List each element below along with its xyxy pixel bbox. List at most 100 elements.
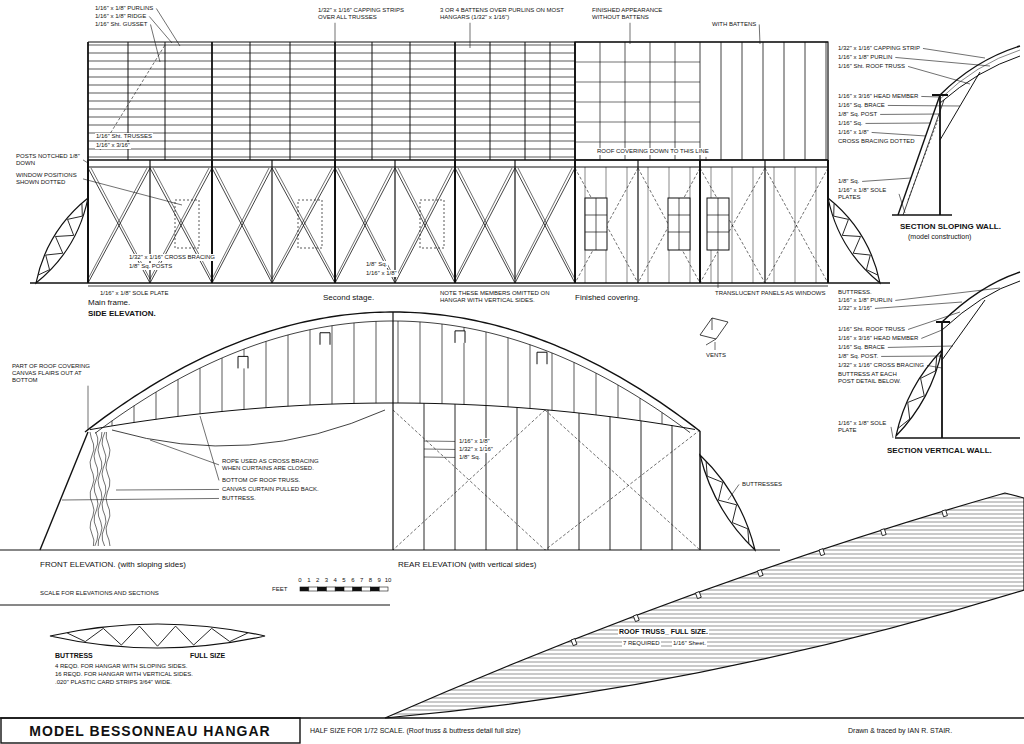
hatching [385, 498, 1024, 499]
hatching [385, 574, 1024, 575]
sole-plate [895, 437, 1020, 438]
canvas-seam [266, 341, 267, 407]
hatching [385, 522, 1024, 523]
callout-label: 1/32" x 1/16" [458, 446, 494, 453]
hatching [385, 686, 1024, 687]
callout-label: 3 OR 4 BATTENS OVER PURLINS ON MOST HANG… [440, 7, 575, 21]
curtain [98, 432, 102, 546]
vent-detail [712, 318, 713, 330]
roof-truss [87, 42, 89, 160]
hatching [385, 558, 1024, 559]
roof-truss [525, 42, 526, 160]
cross-bracing [700, 168, 765, 283]
cross-bracing [638, 168, 700, 283]
leader-line [200, 416, 219, 480]
hatching [385, 710, 1024, 711]
post [941, 322, 943, 438]
callout-label: SCALE FOR ELEVATIONS AND SECTIONS [40, 590, 159, 597]
cross-bracing [395, 168, 455, 283]
scale-bar [326, 587, 335, 591]
callout-label: BUTTRESSES [742, 481, 782, 488]
hatching [385, 718, 1024, 719]
callout-label: 1/16" Sq. [838, 120, 862, 127]
cross-bracing [393, 410, 545, 550]
batten [763, 42, 764, 160]
purlin [88, 45, 575, 46]
callout-label: 1/32" x 1/16" CAPPING STRIP [838, 45, 920, 52]
callout-label: REAR ELEVATION (with vertical sides) [398, 560, 536, 569]
hatching [385, 602, 1024, 603]
curtain [106, 432, 110, 546]
scale-number: 7 [360, 577, 363, 584]
leader-line [151, 24, 161, 62]
centre-line [392, 312, 393, 550]
leader-line [865, 123, 931, 124]
leader-line [728, 484, 739, 500]
leader-line [921, 96, 940, 98]
callout-label: 1/16" x 1/8" [458, 438, 491, 445]
callout-label: 1/16" x 1/8" PURLIN [838, 297, 892, 304]
leader-line [880, 114, 940, 115]
vent [455, 331, 465, 343]
canvas-seam [596, 373, 597, 415]
window [668, 198, 690, 250]
canvas-seam [618, 385, 619, 418]
curtain [102, 432, 106, 546]
hatching [385, 510, 1024, 511]
callout-label: 1/16" x 3/16" HEAD MEMBER [838, 335, 918, 342]
leader-line [149, 16, 172, 43]
post [699, 160, 701, 283]
hatching [385, 662, 1024, 663]
post [424, 403, 425, 550]
leader-line [927, 365, 942, 368]
callout-label: ROOF TRUSS_ FULL SIZE. [618, 628, 709, 636]
window-bar [707, 215, 729, 216]
canvas-seam [156, 392, 157, 419]
buttress [700, 455, 755, 550]
callout-label: POSTS NOTCHED 1/8" DOWN [16, 153, 80, 167]
callout-label: 1/8" Sq. POST [838, 111, 877, 118]
leader-line [862, 178, 911, 181]
roof-truss [334, 42, 336, 160]
leader-line [908, 312, 960, 329]
leader-line [83, 160, 88, 163]
cross-bracing [272, 168, 335, 283]
hatching [385, 670, 1024, 671]
canvas-seam [112, 421, 113, 426]
truss-notch [819, 549, 825, 556]
curtain-edge [112, 410, 385, 446]
purlin [88, 109, 575, 110]
post [939, 95, 941, 215]
scale-bar [300, 587, 309, 591]
wall-covering-seam [753, 167, 754, 283]
wall-covering-seam [816, 167, 817, 283]
callout-label: 1/32" x 1/16" [838, 305, 872, 312]
hatching [385, 674, 1024, 675]
callout-label: CANVAS CURTAIN PULLED BACK. [222, 486, 319, 493]
post [455, 404, 456, 550]
roof-truss [290, 42, 291, 160]
truss-notch [695, 592, 701, 599]
scale-bar [344, 587, 353, 591]
purlin [575, 82, 700, 83]
post [394, 160, 395, 283]
leader-line [899, 194, 905, 213]
cross-bracing [515, 168, 572, 279]
leader-line [908, 66, 970, 84]
post [486, 406, 487, 550]
scale-number: 0 [298, 577, 301, 584]
callout-label: 1/8" Sq. [365, 261, 388, 268]
roof-truss [942, 272, 1020, 322]
roof-truss [454, 42, 456, 160]
purlin [88, 53, 575, 54]
purlin [88, 61, 575, 62]
callout-label: 1/32" x 1/16" CROSS BRACING [128, 254, 216, 261]
callout-label: 1/16" Sq. BRACE [838, 102, 885, 109]
hatching [385, 506, 1024, 507]
cross-bracing [395, 168, 455, 283]
post [548, 410, 549, 550]
post [87, 160, 89, 283]
cross-bracing [455, 168, 512, 279]
cross-bracing [395, 168, 452, 279]
hatching [385, 582, 1024, 583]
